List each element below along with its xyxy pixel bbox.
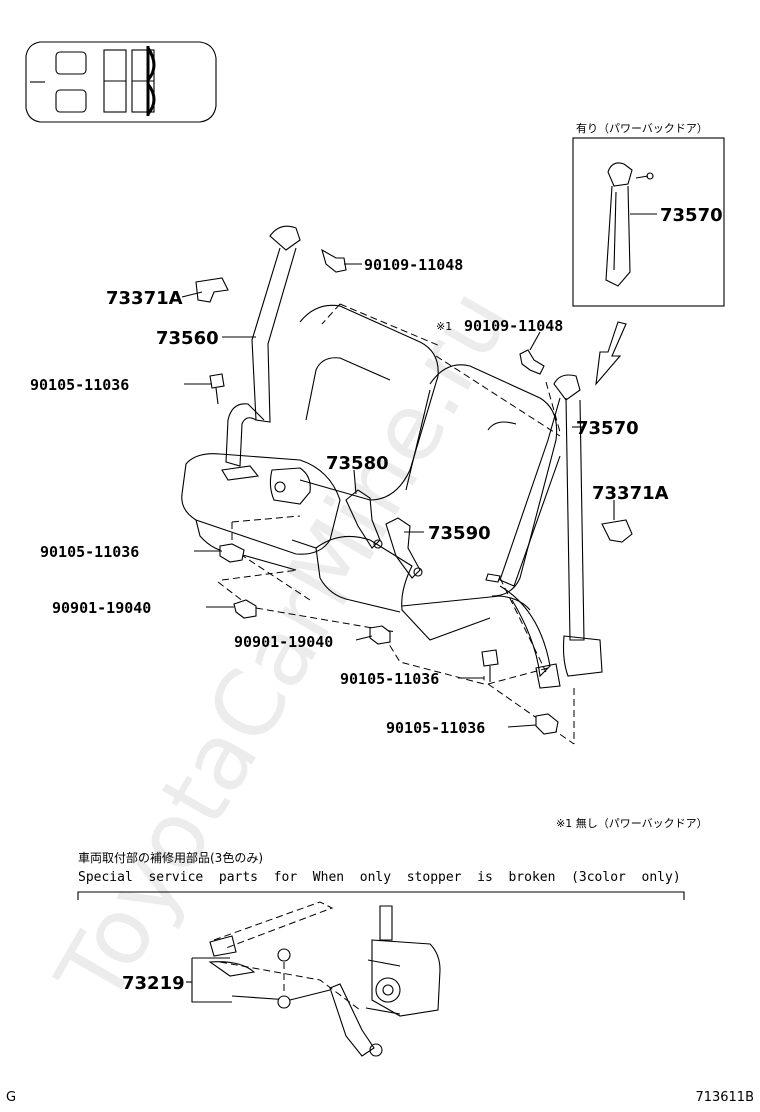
part-label-73371a-right: 73371A bbox=[592, 483, 669, 504]
anchor-clip-left bbox=[195, 277, 229, 303]
rear-seat-assembly bbox=[181, 303, 575, 745]
part-label-73371a-left: 73371A bbox=[106, 288, 183, 309]
part-label-90109-11048-lower: 90109-11048 bbox=[464, 317, 563, 335]
part-label-90901-19040-a: 90901-19040 bbox=[52, 599, 151, 617]
special-caption-en: Special service parts for When only stop… bbox=[78, 870, 681, 885]
bolt-icon bbox=[535, 713, 559, 735]
part-label-90105-11036-d: 90105-11036 bbox=[386, 719, 485, 737]
bolt-icon bbox=[233, 599, 257, 619]
part-label-73560: 73560 bbox=[156, 328, 219, 349]
special-caption-jp: 車両取付部の補修用部品(3色のみ) bbox=[78, 850, 263, 865]
inset-power-back-door: 有り（パワーバックドア） 73570 bbox=[572, 121, 725, 307]
right-seat-belt-73570 bbox=[485, 374, 603, 689]
part-label-73580: 73580 bbox=[326, 453, 389, 474]
bolt-icon bbox=[369, 625, 391, 645]
bolt-icon bbox=[209, 373, 225, 405]
footnote: ※1 無し（パワーバックドア） bbox=[556, 816, 708, 830]
inset-arrow bbox=[595, 321, 627, 386]
footer-left-code: G bbox=[6, 1090, 16, 1105]
part-label-73590: 73590 bbox=[428, 523, 491, 544]
inset-caption: 有り（パワーバックドア） bbox=[576, 121, 708, 135]
buckles bbox=[345, 489, 423, 579]
drawing-id: 713611B bbox=[695, 1090, 754, 1105]
part-label-90109-11048-upper: 90109-11048 bbox=[364, 256, 463, 274]
bolt-icon bbox=[219, 543, 245, 563]
bolt-icon bbox=[321, 248, 347, 273]
part-label-73570-inset: 73570 bbox=[660, 205, 723, 226]
part-label-73219: 73219 bbox=[122, 973, 185, 994]
bolt-icon bbox=[519, 349, 545, 375]
vehicle-location-icon bbox=[25, 41, 217, 123]
special-service-section: 車両取付部の補修用部品(3色のみ) Special service parts … bbox=[77, 850, 685, 1057]
part-label-90901-19040-b: 90901-19040 bbox=[234, 633, 333, 651]
part-label-73570: 73570 bbox=[576, 418, 639, 439]
part-label-90105-11036-b: 90105-11036 bbox=[40, 543, 139, 561]
note-mark-1: ※1 bbox=[436, 320, 452, 333]
anchor-clip-right bbox=[601, 519, 633, 543]
part-label-90105-11036-a: 90105-11036 bbox=[30, 376, 129, 394]
part-label-90105-11036-c: 90105-11036 bbox=[340, 670, 439, 688]
left-seat-belt-73560 bbox=[221, 225, 311, 505]
leader-lines bbox=[181, 263, 615, 728]
bolt-icon bbox=[481, 649, 499, 682]
